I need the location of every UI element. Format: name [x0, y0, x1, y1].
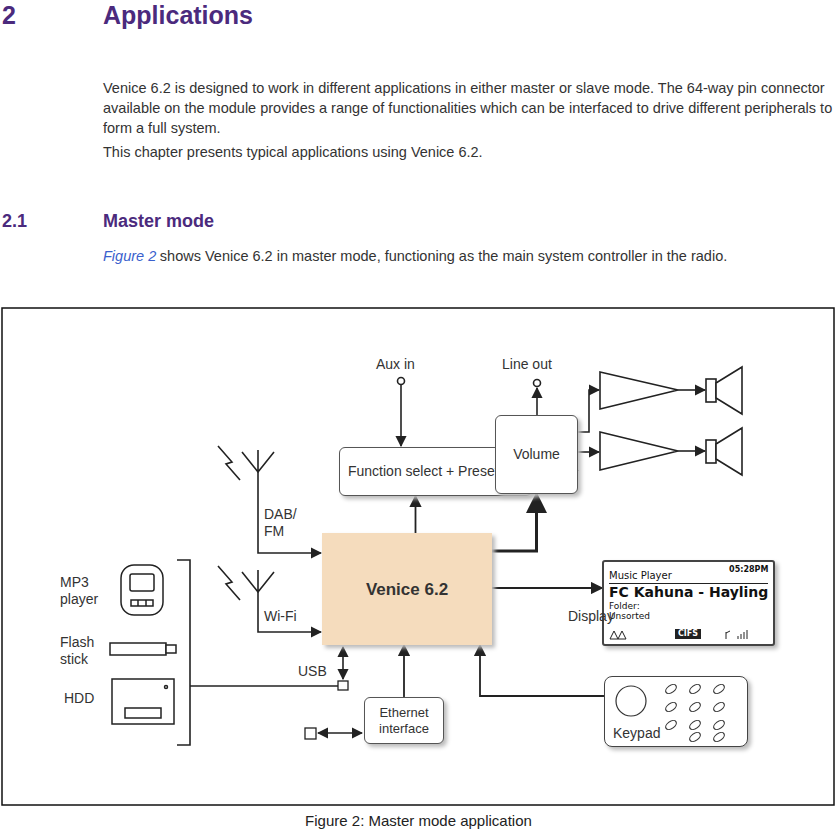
screen-text: Folder: Unsorted: [609, 601, 661, 621]
box-label: Venice 6.2: [366, 581, 448, 598]
keypad: Keypad: [604, 676, 748, 747]
display-label: Display: [568, 608, 614, 624]
device-label: HDD: [64, 690, 94, 707]
chapter-title: Applications: [103, 0, 253, 30]
figure-frame: [2, 308, 834, 805]
antenna-label: DAB/ FM: [264, 506, 302, 540]
connector: [415, 496, 417, 533]
figure-link: Figure 2: [103, 248, 156, 264]
usb-port: [338, 681, 348, 690]
device-label: Flash stick: [60, 634, 106, 668]
connector: [480, 645, 604, 696]
screen-clock: 05:28PM: [729, 564, 768, 576]
section-title: Master mode: [103, 210, 214, 232]
screen-badge: CIFS: [675, 629, 701, 639]
body-text: shows Venice 6.2 in master mode, functio…: [160, 248, 727, 264]
port-label: Line out: [502, 356, 552, 373]
body-text: This chapter presents typical applicatio…: [103, 142, 835, 162]
processor-module: Venice 6.2: [322, 533, 492, 645]
usb-devices: [110, 565, 176, 724]
chapter-number: 2: [2, 0, 16, 30]
keypad-label: Keypad: [613, 725, 660, 742]
screen-title: FC Kahuna - Hayling: [609, 583, 768, 601]
figure-caption: Figure 2: Master mode application: [0, 812, 837, 830]
port-label: USB: [298, 663, 327, 680]
body-text: Venice 6.2 is designed to work in differ…: [103, 78, 835, 138]
ethernet-box: Ethernet interface: [364, 697, 444, 744]
screen-text: Music Player: [609, 570, 672, 581]
ethernet-port: [305, 728, 316, 739]
connector: [492, 587, 602, 589]
antenna-label: Wi-Fi: [264, 608, 297, 625]
display-screen: DisplayMusic Player05:28PMFC Kahuna - Ha…: [602, 560, 775, 646]
box-label: Ethernet interface: [369, 705, 439, 737]
body-text: Figure 2shows Venice 6.2 in master mode,…: [103, 246, 835, 266]
amplifiers: [600, 367, 742, 475]
section-number: 2.1: [2, 210, 27, 232]
box-label: Volume: [513, 446, 560, 463]
volume-box: Volume: [495, 415, 578, 494]
device-label: MP3 player: [60, 574, 110, 608]
connector: [492, 494, 537, 551]
port-label: Aux in: [376, 356, 415, 373]
connector: [403, 645, 405, 697]
